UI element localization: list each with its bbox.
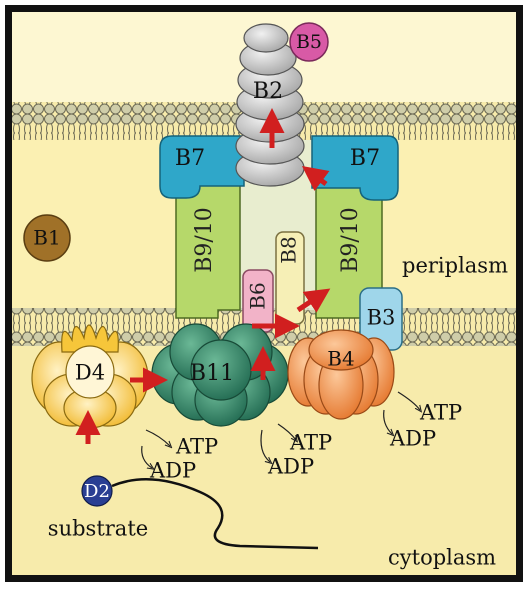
b11-label: B11 [190,361,234,386]
atp-d4-label: ATP [175,435,218,459]
b6-label: B6 [246,282,270,309]
b7-left-label: B7 [175,146,205,171]
d2-protein: D2 [82,476,112,506]
d4-label: D4 [75,361,105,385]
b9-10-left-protein: B9/10 [176,178,240,318]
d2-label: D2 [84,481,110,502]
periplasm-label: periplasm [402,254,508,278]
b2-label: B2 [253,79,283,104]
adp-d4-label: ADP [149,459,196,483]
cytoplasm-label: cytoplasm [388,546,496,570]
b5-protein: B5 [290,23,328,61]
b3-label: B3 [367,306,396,330]
b4-atpase: B4 [288,330,394,419]
substrate-label: substrate [48,517,148,541]
b8-label: B8 [277,236,301,263]
adp-b11-label: ADP [267,455,314,479]
atp-b11-label: ATP [289,431,332,455]
b6-protein: B6 [243,270,273,332]
b9-10-right-label: B9/10 [338,207,363,273]
atp-b4-label: ATP [419,401,462,425]
b4-label: B4 [327,347,354,371]
b1-protein: B1 [24,215,70,261]
b9-10-left-label: B9/10 [192,207,217,273]
b1-label: B1 [33,226,60,250]
b5-label: B5 [296,31,322,53]
b7-right-label: B7 [350,146,380,171]
adp-b4-label: ADP [389,427,436,451]
